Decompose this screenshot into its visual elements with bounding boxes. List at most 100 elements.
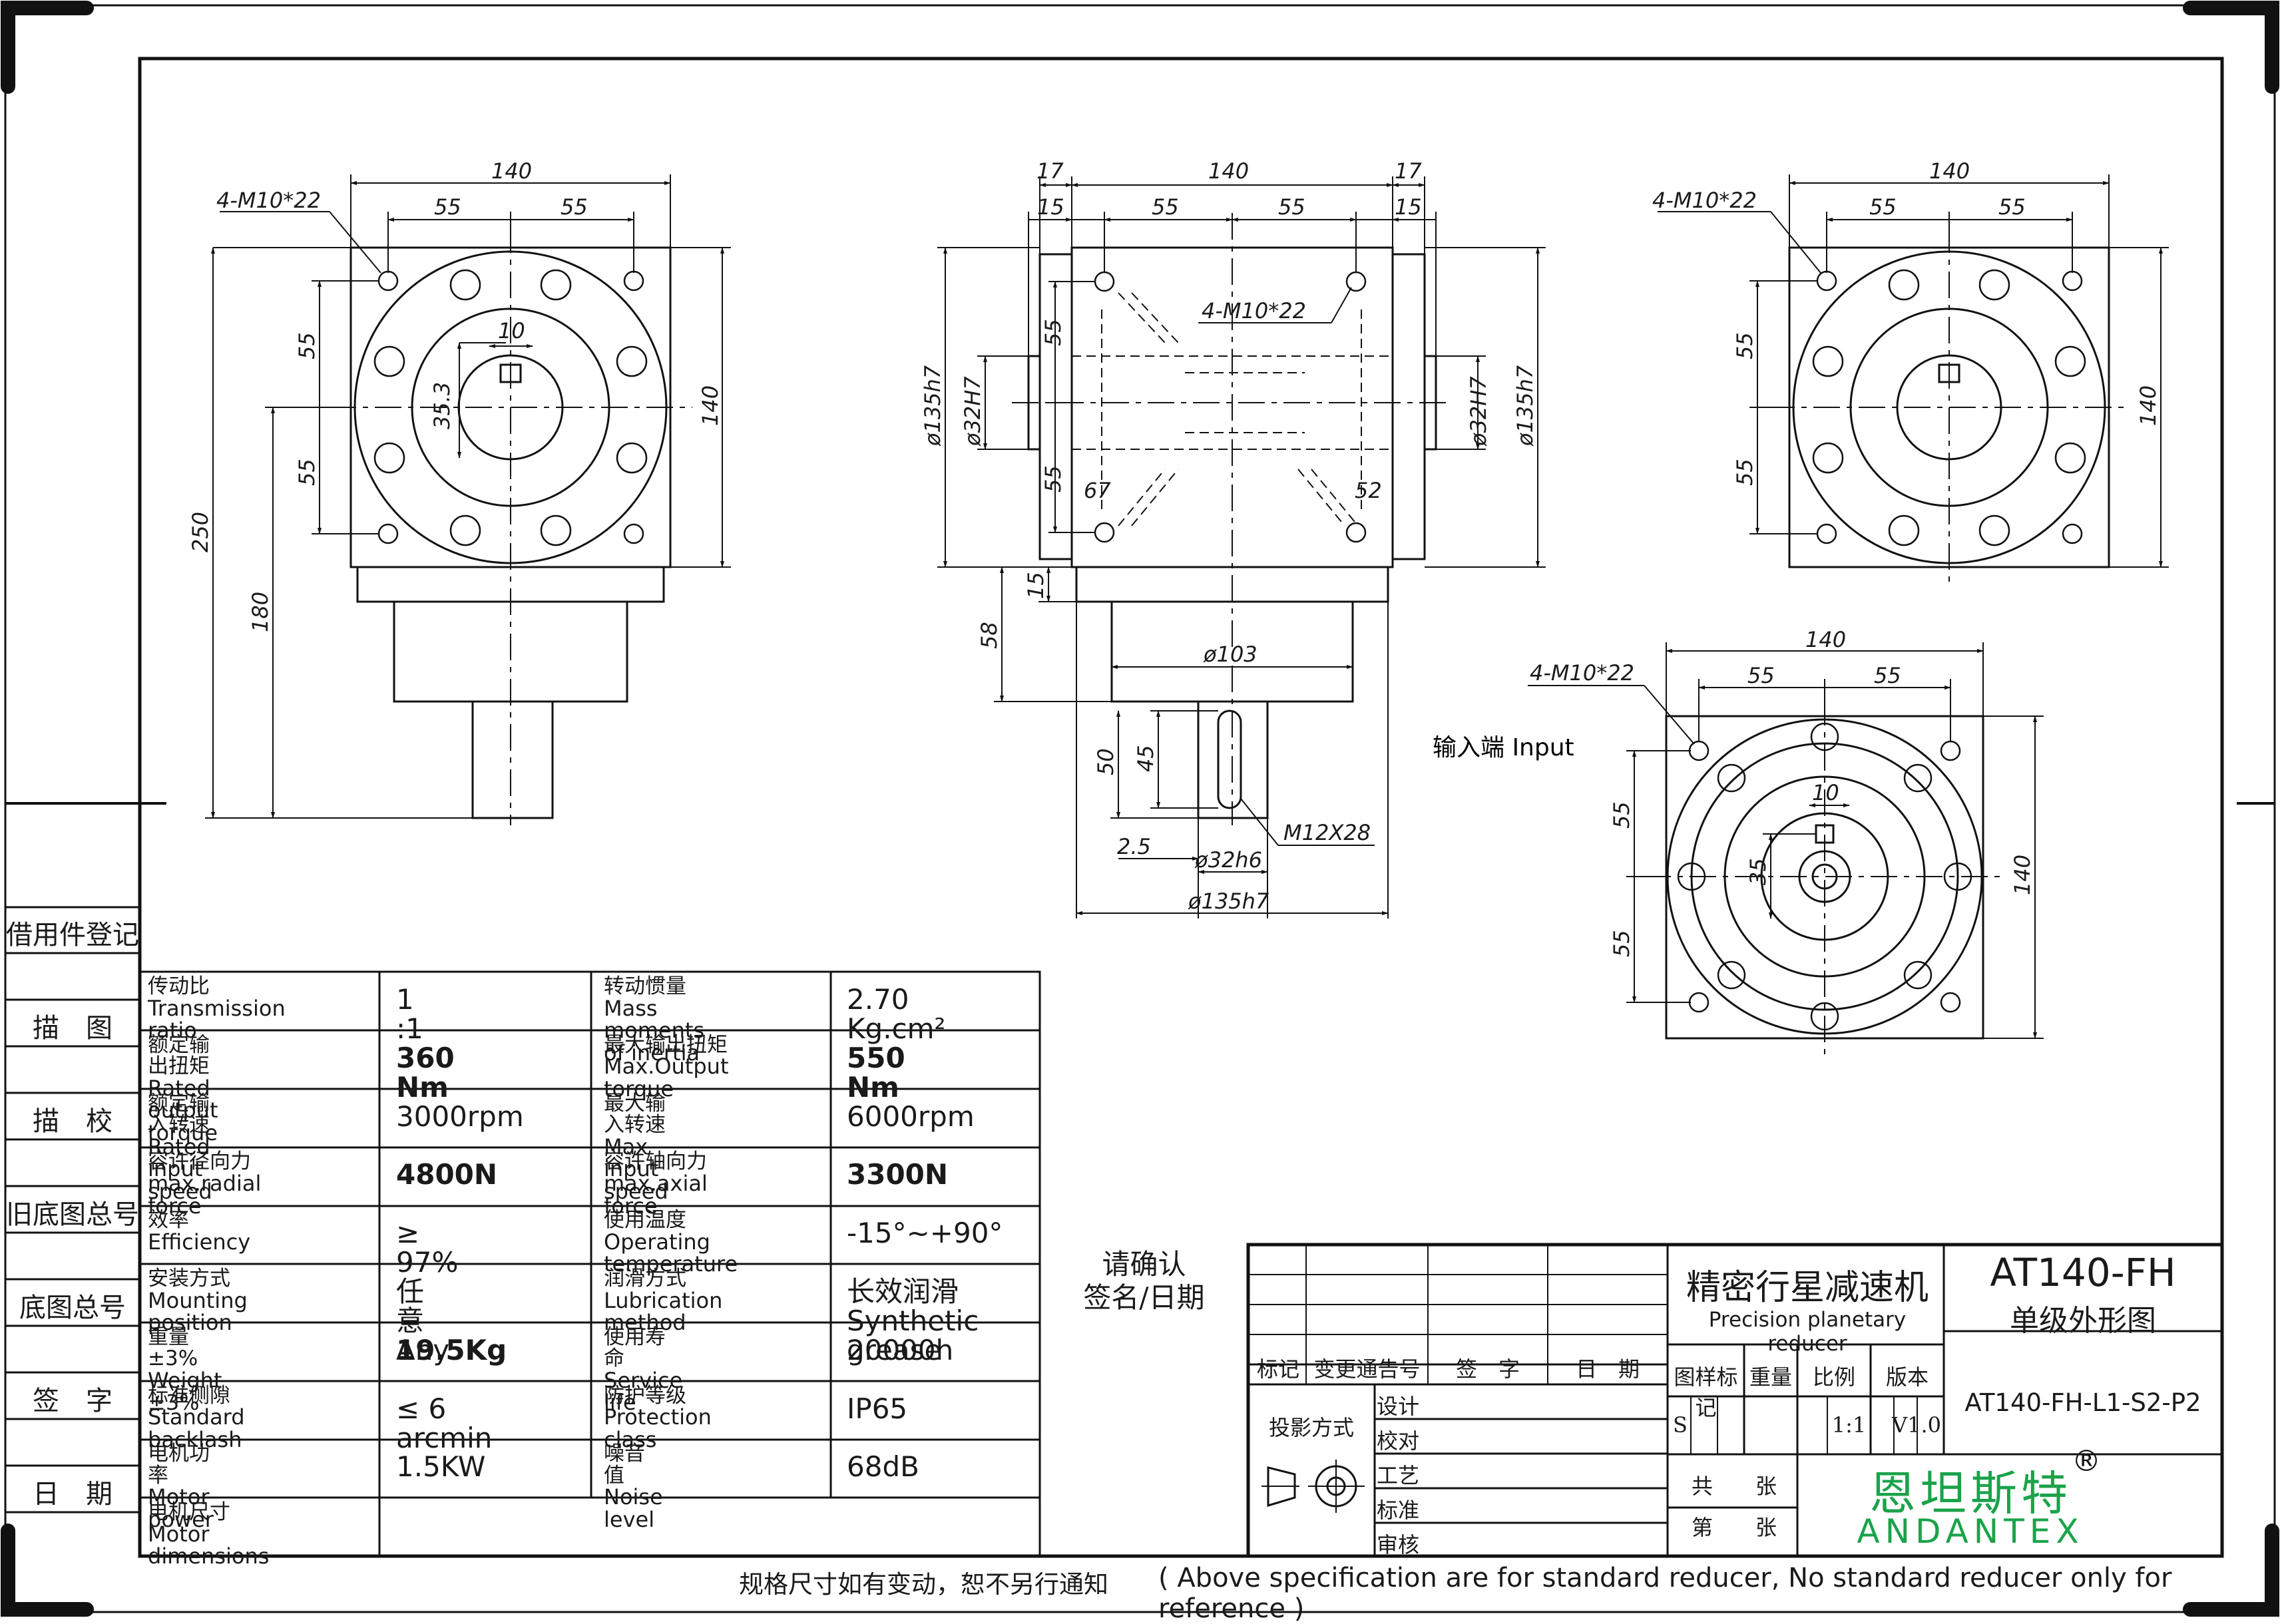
- front-shaft50: 50: [1093, 748, 1118, 775]
- right-pitch-a: 55: [1869, 194, 1897, 220]
- projection-label: 投影方式: [1268, 1415, 1354, 1440]
- spec-label-zh: 最大输入转速: [604, 1091, 666, 1137]
- spec-label-en: Transmission ratio: [148, 995, 286, 1044]
- front-sub-a: 55: [1152, 194, 1179, 220]
- spec-label-zh: 电机功率: [148, 1442, 210, 1488]
- spec-value-r-1: 550 Nm: [847, 1041, 905, 1104]
- product-name-en: Precision planetary reducer: [1708, 1308, 1907, 1356]
- input-pitch-a: 55: [1747, 663, 1775, 688]
- input-height-right: 140: [2010, 855, 2035, 895]
- weight-header: 重量: [1749, 1364, 1792, 1390]
- hdr-change: 变更通告号: [1313, 1356, 1421, 1382]
- view-name: 单级外形图: [2010, 1304, 2156, 1338]
- left-vpitch-b: 55: [294, 459, 320, 486]
- spec-label-zh: 额定输入转速: [148, 1091, 210, 1137]
- spec-label-zh: 电机尺寸: [148, 1500, 230, 1525]
- side-label-signature: 签 字: [33, 1386, 113, 1416]
- confirm-line2: 签名/日期: [1083, 1281, 1205, 1315]
- spec-label-en: Standard backlash: [148, 1404, 245, 1452]
- total-sheets: 共 张: [1691, 1474, 1777, 1499]
- spec-value-l-1: 360 Nm: [396, 1041, 455, 1104]
- spec-value-r-6: 20000h: [847, 1333, 954, 1366]
- left-vpitch-a: 55: [294, 332, 320, 359]
- left-view: [205, 174, 731, 825]
- hdr-sign: 签 字: [1455, 1356, 1520, 1382]
- sheet-border: [4, 4, 2276, 1613]
- footer-note-en: ( Above specification are for standard r…: [1158, 1563, 2172, 1624]
- registered-mark: ®: [2072, 1444, 2101, 1478]
- spec-label-zh: 容许轴向力: [604, 1149, 707, 1174]
- side-label-base-no: 底图总号: [19, 1293, 126, 1323]
- front-thread: M12X28: [1283, 820, 1371, 845]
- spec-value-r-0: 2.70 Kg.cm²: [847, 983, 946, 1046]
- spec-value-r-5: 长效润滑 Synthetic grease: [847, 1275, 979, 1367]
- front-sub-l: 15: [1037, 194, 1064, 220]
- front-d32-r: ø32H7: [1466, 376, 1491, 447]
- projection-symbol-icon: [1261, 1460, 1365, 1513]
- spec-label-en: max.axial force: [604, 1170, 708, 1219]
- drawing-frame: [138, 57, 2224, 1558]
- spec-label-en: Rated output torque: [148, 1075, 218, 1146]
- label-design: 设计: [1376, 1394, 1419, 1419]
- version-header: 版本: [1885, 1364, 1929, 1390]
- right-view: [1658, 174, 2169, 586]
- spec-label-zh: 安装方式: [148, 1267, 230, 1291]
- input-side-label: 输入端 Input: [1433, 734, 1574, 761]
- right-view-labels: 4-M10*22 140 55 55 55 55 140: [1652, 158, 2161, 486]
- side-label-old-base: 旧底图总号: [6, 1199, 139, 1230]
- input-holes-note: 4-M10*22: [1530, 660, 1634, 686]
- hdr-date: 日 期: [1575, 1356, 1640, 1382]
- product-name-zh: 精密行星减速机: [1686, 1268, 1929, 1308]
- spec-label-zh: 转动惯量: [604, 974, 686, 998]
- spec-label-en: Rated input speed: [148, 1133, 212, 1204]
- side-label-trace: 描 图: [33, 1013, 113, 1044]
- spec-value-l-2: 3000rpm: [396, 1100, 524, 1133]
- company-logo-zh: 恩坦斯特: [1869, 1466, 2072, 1521]
- left-height-right: 140: [698, 385, 723, 426]
- input-vpitch-a: 55: [1609, 801, 1634, 829]
- spec-label-en: Mass moments of inertia: [604, 995, 705, 1066]
- spec-label-en: Max input speed: [604, 1133, 668, 1204]
- spec-label-zh: 重量 ±3%: [148, 1324, 198, 1371]
- scale-header: 比例: [1812, 1364, 1855, 1390]
- front-holes-note: 4-M10*22: [1202, 298, 1306, 323]
- spec-label-zh: 额定输出扭矩: [148, 1032, 210, 1079]
- front-top-mid: 140: [1208, 158, 1249, 184]
- front-view-labels: 17 140 17 15 55 55 15 4-M10*22 55 55 ø13…: [920, 158, 1538, 914]
- spec-label-zh: 噪音值: [604, 1442, 645, 1488]
- spec-label-zh: 防护等级: [604, 1383, 686, 1408]
- model-number: AT140-FH: [1990, 1250, 2176, 1295]
- hdr-mark: 标记: [1256, 1356, 1299, 1382]
- spec-label-en: max.radial force: [148, 1170, 262, 1219]
- label-check: 校对: [1376, 1428, 1419, 1454]
- side-label-date: 日 期: [33, 1479, 113, 1510]
- left-key-w: 10: [498, 318, 525, 343]
- input-vpitch-b: 55: [1609, 930, 1634, 957]
- left-overall-h: 250: [188, 512, 213, 552]
- spec-label-en: Weight ±3%: [148, 1367, 222, 1416]
- left-holes-note: 4-M10*22: [216, 188, 321, 213]
- spec-label-zh: 使用温度: [604, 1208, 686, 1233]
- front-d135-r: ø135h7: [1512, 365, 1538, 447]
- spec-label-zh: 润滑方式: [604, 1267, 686, 1291]
- spec-label-en: Protection class: [604, 1404, 712, 1452]
- side-label-borrow: 借用件登记: [6, 920, 139, 950]
- spec-label-en: Mounting position: [148, 1287, 248, 1336]
- front-angle-l: 67: [1084, 478, 1111, 503]
- left-pitch-b: 55: [561, 194, 588, 220]
- right-holes-note: 4-M10*22: [1652, 188, 1757, 213]
- spec-label-zh: 传动比: [148, 974, 210, 998]
- label-process: 工艺: [1376, 1463, 1419, 1488]
